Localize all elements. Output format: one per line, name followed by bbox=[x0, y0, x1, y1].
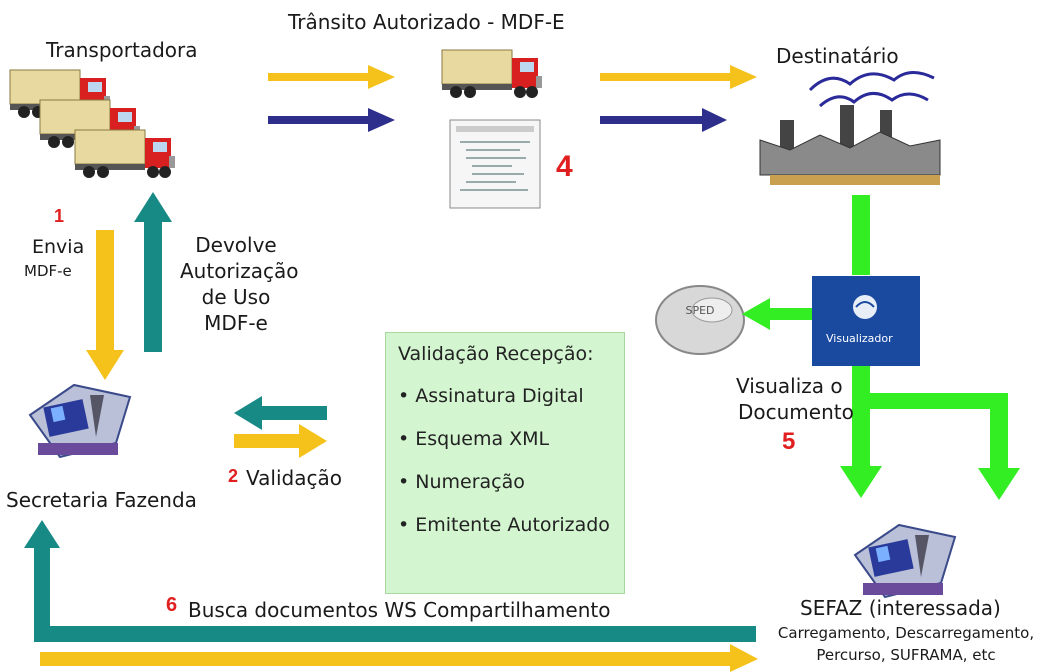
step-5-line1: Visualiza o bbox=[736, 374, 843, 398]
recipient-label: Destinatário bbox=[776, 44, 899, 68]
validation-item: Assinatura Digital bbox=[398, 375, 612, 418]
arrow-transit-to-recipient-navy bbox=[600, 108, 727, 132]
arrow-validation-teal bbox=[234, 396, 327, 430]
arrow-carrier-to-transit-navy bbox=[268, 108, 395, 132]
visualizador-window[interactable]: Visualizador bbox=[812, 276, 920, 366]
return-line3: de Uso bbox=[201, 285, 271, 309]
visualizador-icon bbox=[853, 295, 877, 319]
validation-item: Numeração bbox=[398, 461, 612, 504]
transit-label: Trânsito Autorizado - MDF-E bbox=[288, 10, 565, 34]
validation-title: Validação Recepção: bbox=[398, 343, 594, 365]
step-2-label: Validação bbox=[246, 466, 342, 490]
secretaria-fazenda-image bbox=[29, 384, 131, 458]
step-4-number: 4 bbox=[556, 150, 573, 183]
sefaz-interessada-line2: Percurso, SUFRAMA, etc bbox=[816, 646, 996, 664]
document-thumbnail-image bbox=[449, 119, 541, 209]
step-1-number: 1 bbox=[54, 206, 65, 226]
arrow-visualizador-down-green bbox=[840, 366, 1020, 500]
arrow-carrier-to-transit-yellow bbox=[268, 65, 395, 89]
step-1-line2: MDF-e bbox=[24, 262, 72, 280]
transit-truck-image bbox=[441, 49, 543, 99]
arrow-validation-yellow bbox=[234, 424, 327, 458]
arrow-bottom-yellow bbox=[40, 644, 758, 672]
arrow-return-up-teal bbox=[134, 192, 172, 352]
arrow-bottom-teal bbox=[24, 520, 756, 642]
step-2-number: 2 bbox=[228, 466, 239, 486]
factory-image bbox=[759, 71, 941, 185]
carrier-label: Transportadora bbox=[46, 38, 198, 62]
arrow-visualizador-to-sped-green bbox=[742, 298, 814, 330]
step-6-number: 6 bbox=[166, 594, 178, 616]
visualizador-label: Visualizador bbox=[826, 332, 893, 345]
validation-list: Assinatura Digital Esquema XML Numeração… bbox=[398, 375, 612, 547]
step-1-line1: Envia bbox=[32, 236, 85, 258]
return-line4: MDF-e bbox=[204, 311, 268, 335]
arrow-factory-to-visualizador-green bbox=[852, 195, 870, 275]
sped-label: SPED bbox=[685, 304, 714, 317]
carrier-trucks-image bbox=[9, 69, 176, 179]
return-label: Devolve Autorização de Uso MDF-e bbox=[180, 232, 299, 336]
arrow-send-down-yellow bbox=[86, 230, 124, 380]
sped-disk-image: SPED bbox=[655, 285, 745, 355]
sefaz-interessada-image bbox=[854, 524, 956, 598]
step-5-number: 5 bbox=[782, 428, 796, 455]
validation-item: Emitente Autorizado bbox=[398, 504, 612, 547]
sefaz-interessada-line1: Carregamento, Descarregamento, bbox=[777, 624, 1035, 642]
sefaz-interessada-label: SEFAZ (interessada) bbox=[800, 596, 1001, 620]
step-6-label: Busca documentos WS Compartilhamento bbox=[188, 598, 611, 622]
validation-item: Esquema XML bbox=[398, 418, 612, 461]
arrow-transit-to-recipient-yellow bbox=[600, 65, 757, 89]
secretaria-label: Secretaria Fazenda bbox=[6, 488, 197, 512]
step-5-line2: Documento bbox=[738, 400, 854, 424]
validation-box: Validação Recepção: Assinatura Digital E… bbox=[385, 332, 625, 594]
return-line1: Devolve bbox=[195, 233, 277, 257]
return-line2: Autorização bbox=[180, 259, 299, 283]
